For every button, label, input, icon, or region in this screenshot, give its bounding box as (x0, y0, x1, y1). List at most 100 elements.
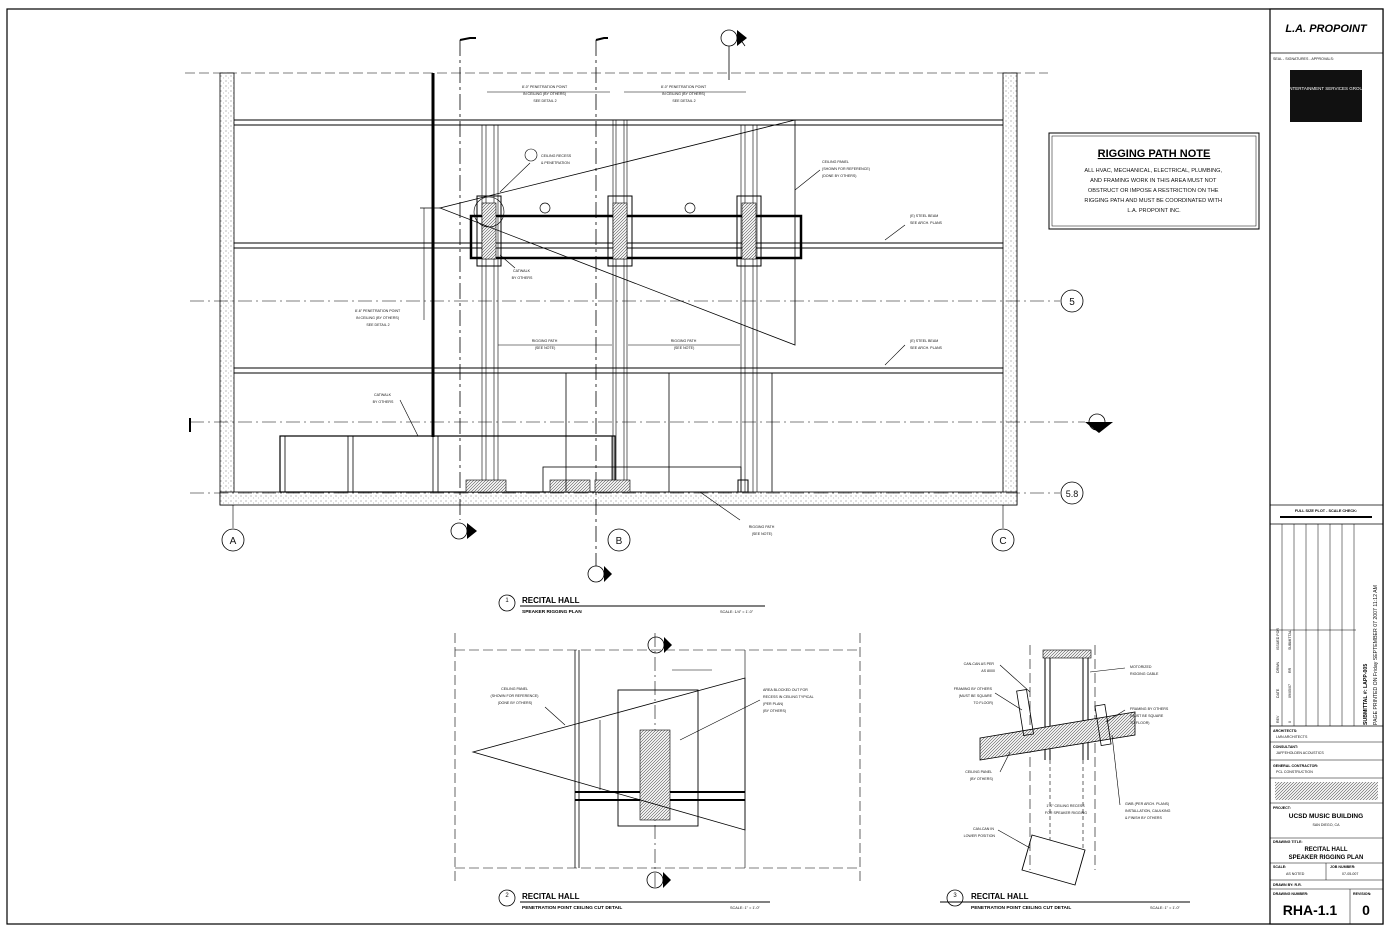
steel-beam-top (234, 119, 1003, 126)
svg-text:CATWALK BY OTHERS: CATWALK BY OTHERS (373, 393, 394, 404)
wall-west (219, 72, 235, 506)
grid-b-label: B (616, 536, 623, 547)
scale-check-label: FULL SIZE PLOT - SCALE CHECK: (1295, 509, 1357, 513)
svg-text:1'-0" CEILING RECESS FOR: 1'-0" CEILING RECESS FOR SPEAKER RIGGING (1045, 804, 1087, 815)
stamp-text: ENTERTAINMENT SERVICES GROUP (1286, 86, 1365, 91)
consultant-label: CONSULTANT: (1273, 745, 1298, 749)
speaker-mount-1 (473, 195, 505, 267)
architects-label: ARCHITECTS: (1273, 729, 1297, 733)
detail2-title: RECITAL HALL (522, 892, 580, 901)
svg-text:FRAMING BY OTHERS (MUST: FRAMING BY OTHERS (MUST BE SQUARE TO FLO… (954, 687, 993, 705)
rev-row-date: 09/05/07 (1288, 684, 1292, 698)
svg-text:CEILING PANEL (BY OTHERS: CEILING PANEL (BY OTHERS) (965, 770, 993, 781)
drawn-by: DRAWN BY: R.R. (1273, 883, 1302, 887)
svg-text:RIGGING PATH (SEE NOTE): RIGGING PATH (SEE NOTE) (671, 339, 698, 350)
drawing-title-1: RECITAL HALL (1304, 847, 1347, 853)
grid-bubble-c: C (991, 505, 1015, 552)
svg-text:RIGGING PATH (SEE NOTE): RIGGING PATH (SEE NOTE) (532, 339, 559, 350)
sheet-label: DRAWING NUMBER: (1273, 892, 1308, 896)
detail2-title-block: 2 RECITAL HALL PENETRATION POINT CEILING… (498, 889, 770, 911)
sheet-number: RHA-1.1 (1283, 902, 1338, 918)
gc-label: GENERAL CONTRACTOR: (1273, 764, 1318, 768)
ceiling-panel-outline (438, 119, 796, 346)
svg-text:CAN-CAN IN LOWER POSITIO: CAN-CAN IN LOWER POSITION (964, 827, 996, 838)
gc: PCL CONSTRUCTION (1276, 770, 1313, 774)
grid-bubble-a: A (221, 505, 245, 552)
rigging-path-note: RIGGING PATH NOTE ALL HVAC, MECHANICAL, … (1048, 132, 1260, 230)
svg-text:FRAMING BY OTHERS (MUST: FRAMING BY OTHERS (MUST BE SQUARE TO FLO… (1130, 707, 1169, 725)
company-logo: L.A. PROPOINT (1285, 23, 1368, 35)
rev-row-drwn: RR (1288, 667, 1292, 673)
detail3-number: 3 (953, 893, 957, 899)
rev-col-rev: REV (1276, 715, 1280, 723)
grid-5-label: 5 (1069, 297, 1075, 308)
detail2-scale: SCALE: 1" = 1'-0" (730, 906, 761, 910)
svg-text:MOTORIZED RIGGING CABLE: MOTORIZED RIGGING CABLE (1130, 665, 1159, 676)
svg-text:GWB (PER ARCH. PLANS) IN: GWB (PER ARCH. PLANS) INSTALLATION, CAUL… (1125, 802, 1171, 820)
page-printed: PAGE PRINTED ON Friday SEPTEMBER 07 2007… (1373, 585, 1379, 725)
grid-c-label: C (999, 536, 1006, 547)
svg-text:RIGGING PATH (SEE NOTE): RIGGING PATH (SEE NOTE) (749, 525, 776, 536)
grid-a-label: A (230, 536, 237, 547)
wall-south (219, 491, 1018, 506)
svg-text:CEILING PANEL (SHOWN FOR: CEILING PANEL (SHOWN FOR REFERENCE) (DON… (822, 160, 871, 178)
rev-col-issued: ISSUED FOR (1276, 628, 1280, 650)
wall-east (1002, 72, 1018, 506)
plan1-title-block: 1 RECITAL HALL SPEAKER RIGGING PLAN SCAL… (498, 594, 765, 615)
plan1-title: RECITAL HALL (522, 596, 580, 605)
rev-row-issued: SUBMITTAL (1288, 630, 1292, 650)
note-body: ALL HVAC, MECHANICAL, ELECTRICAL, PLUMBI… (1084, 168, 1223, 214)
svg-text:8'-0" PENETRATION POINT: 8'-0" PENETRATION POINT IN CEILING (BY O… (522, 85, 568, 103)
svg-text:CAN-CAN AS PER AS 8000: CAN-CAN AS PER AS 8000 (964, 662, 995, 673)
grid-bubble-b: B (607, 528, 631, 552)
drawing-title-label: DRAWING TITLE: (1273, 840, 1303, 844)
job-label: JOB NUMBER: (1330, 865, 1355, 869)
rev-col-drwn: DRWN (1276, 661, 1280, 673)
steel-beam-lower (234, 367, 1003, 374)
svg-text:CEILING PANEL (SHOWN FOR: CEILING PANEL (SHOWN FOR REFERENCE) (DON… (491, 687, 540, 705)
rev-col-date: DATE (1276, 688, 1280, 698)
speaker-rigging-plan (185, 37, 1085, 570)
submittal-number: SUBMITTAL #: LAPP-005 (1363, 664, 1369, 725)
detail3-title-block: 3 RECITAL HALL PENETRATION POINT CEILING… (940, 889, 1190, 911)
plan1-scale: SCALE: 1/4" = 1'-0" (720, 610, 754, 614)
detail3-scale: SCALE: 1" = 1'-0" (1150, 906, 1181, 910)
revision-number: 0 (1362, 902, 1370, 918)
scale-label: SCALE: (1273, 865, 1286, 869)
revision-label: REVISION: (1353, 892, 1371, 896)
lower-catwalk (279, 435, 616, 493)
project-city: SAN DIEGO, CA (1313, 823, 1341, 827)
detail2-subtitle: PENETRATION POINT CEILING CUT DETAIL (522, 905, 622, 911)
detail3-title: RECITAL HALL (971, 892, 1029, 901)
svg-text:8'-0" PENETRATION POINT: 8'-0" PENETRATION POINT IN CEILING (BY O… (661, 85, 707, 103)
detail2-number: 2 (505, 893, 509, 899)
project-name: UCSD MUSIC BUILDING (1289, 813, 1363, 820)
architects: LMN ARCHITECTS (1276, 735, 1308, 739)
svg-text:CEILING RECESS & PENETRA: CEILING RECESS & PENETRATION (541, 154, 572, 165)
speaker-mount-3 (736, 195, 762, 267)
svg-text:AREA BLOCKED OUT FOR REC: AREA BLOCKED OUT FOR RECESS IN CEILING T… (763, 688, 815, 713)
stamp (1290, 70, 1362, 122)
svg-text:(E) STEEL BEAM SEE ARCH.: (E) STEEL BEAM SEE ARCH. PLANS (910, 214, 943, 225)
svg-text:CATWALK BY OTHERS: CATWALK BY OTHERS (512, 269, 533, 280)
consultant: JAFFEHOLDEN ACOUSTICS (1276, 751, 1324, 755)
plan1-labels: 8'-0" PENETRATION POINT IN CEILING (BY O… (355, 85, 943, 536)
grid-bubble-5-8: 5.8 (1060, 481, 1084, 505)
plan1-subtitle: SPEAKER RIGGING PLAN (522, 609, 582, 615)
rev-row-rev: 0 (1288, 721, 1292, 723)
drawing-title-2: SPEAKER RIGGING PLAN (1289, 855, 1364, 861)
grid-bubble-5: 5 (1060, 289, 1084, 313)
catwalk-frame (469, 214, 803, 260)
speaker-mount-2 (607, 195, 633, 267)
svg-text:(E) STEEL BEAM SEE ARCH.: (E) STEEL BEAM SEE ARCH. PLANS (910, 339, 943, 350)
seal-label: SEAL - SIGNATURES - APPROVALS: (1273, 57, 1334, 61)
note-title: RIGGING PATH NOTE (1098, 148, 1211, 160)
scale-value: AS NOTED (1286, 872, 1305, 876)
penetration-detail-2: CEILING PANEL (SHOWN FOR REFERENCE) (DON… (454, 633, 861, 890)
title-block: L.A. PROPOINT SEAL - SIGNATURES - APPROV… (1269, 8, 1384, 925)
project-label: PROJECT: (1273, 806, 1291, 810)
svg-text:8'-6" PENETRATION POINT: 8'-6" PENETRATION POINT IN CEILING (BY O… (355, 309, 401, 327)
penetration-detail-3: CAN-CAN AS PER AS 8000 FRAMING BY OTHERS… (954, 645, 1171, 886)
detail3-subtitle: PENETRATION POINT CEILING CUT DETAIL (971, 905, 1071, 911)
